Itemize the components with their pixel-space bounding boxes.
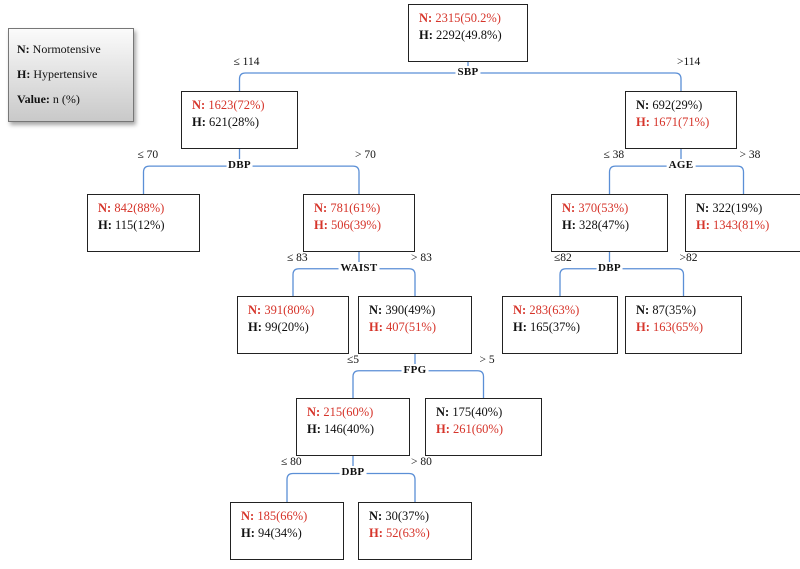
edge-label-right: > 38 (739, 149, 761, 162)
edge-label-left: ≤5 (347, 353, 360, 366)
normotensive-count: N: 322(19%) (696, 201, 763, 215)
legend-normotensive: N: Normotensive (17, 42, 101, 56)
normotensive-count: N: 215(60%) (307, 405, 374, 419)
tree-node-f_le: N: 215(60%) H: 146(40%) (296, 398, 410, 456)
normotensive-count: N: 390(49%) (369, 303, 436, 317)
edge-label-left: ≤82 (554, 251, 572, 264)
hypertensive-count: H: 2292(49.8%) (419, 28, 502, 42)
tree-node-dbp_gt: N: 781(61%) H: 506(39%) (303, 194, 415, 252)
tree-node-d2_le: N: 283(63%) H: 165(37%) (502, 296, 618, 354)
normotensive-count: N: 87(35%) (636, 303, 697, 317)
normotensive-count: N: 370(53%) (562, 201, 629, 215)
tree-node-sbp_le: N: 1623(72%) H: 621(28%) (181, 91, 298, 149)
hypertensive-count: H: 506(39%) (314, 218, 382, 232)
edge-label-left: ≤ 38 (603, 149, 625, 162)
legend-hypertensive: H: Hypertensive (17, 67, 98, 81)
tree-node-age_le: N: 370(53%) H: 328(47%) (551, 194, 668, 252)
tree-node-root: N: 2315(50.2%) H: 2292(49.8%) (408, 4, 528, 62)
tree-node-age_gt: N: 322(19%) H: 1343(81%) (685, 194, 800, 252)
tree-node-d3_le: N: 185(66%) H: 94(34%) (230, 502, 344, 560)
split-variable-label: AGE (666, 159, 696, 172)
edge-label-right: > 5 (479, 353, 495, 366)
edge-label-right: > 80 (411, 456, 432, 469)
hypertensive-count: H: 163(65%) (636, 320, 704, 334)
hypertensive-count: H: 94(34%) (241, 526, 302, 540)
edge-label-left: ≤ 70 (137, 149, 159, 162)
hypertensive-count: H: 115(12%) (98, 218, 165, 232)
edge-label-left: ≤ 114 (233, 56, 260, 69)
tree-node-w_le: N: 391(80%) H: 99(20%) (237, 296, 349, 354)
hypertensive-count: H: 328(47%) (562, 218, 630, 232)
edge-label-left: ≤ 83 (287, 251, 308, 264)
normotensive-count: N: 1623(72%) (192, 98, 265, 112)
tree-node-dbp_le: N: 842(88%) H: 115(12%) (87, 194, 200, 252)
hypertensive-count: H: 165(37%) (513, 320, 581, 334)
split-variable-label: WAIST (338, 261, 380, 274)
normotensive-count: N: 391(80%) (248, 303, 315, 317)
tree-node-d2_gt: N: 87(35%) H: 163(65%) (625, 296, 742, 354)
hypertensive-count: H: 146(40%) (307, 422, 375, 436)
hypertensive-count: H: 261(60%) (436, 422, 504, 436)
normotensive-count: N: 175(40%) (436, 405, 503, 419)
legend-value: Value: n (%) (17, 92, 80, 106)
hypertensive-count: H: 99(20%) (248, 320, 309, 334)
normotensive-count: N: 692(29%) (636, 98, 703, 112)
split-variable-label: FPG (401, 363, 429, 376)
normotensive-count: N: 185(66%) (241, 509, 308, 523)
hypertensive-count: H: 52(63%) (369, 526, 430, 540)
split-variable-label: DBP (226, 159, 253, 172)
hypertensive-count: H: 621(28%) (192, 115, 260, 129)
split-variable-label: DBP (596, 261, 623, 274)
edge-label-right: > 70 (355, 149, 376, 162)
tree-connector (352, 354, 416, 398)
tree-connector (467, 66, 682, 91)
normotensive-count: N: 781(61%) (314, 201, 381, 215)
split-variable-label: DBP (339, 466, 367, 479)
tree-node-f_gt: N: 175(40%) H: 261(60%) (425, 398, 542, 456)
edge-label-right: >114 (677, 56, 701, 69)
normotensive-count: N: 842(88%) (98, 201, 165, 215)
split-variable-label: SBP (455, 66, 481, 79)
tree-connector (238, 62, 469, 91)
tree-node-w_gt: N: 390(49%) H: 407(51%) (358, 296, 472, 354)
normotensive-count: N: 283(63%) (513, 303, 580, 317)
normotensive-count: N: 2315(50.2%) (419, 11, 501, 25)
tree-node-d3_gt: N: 30(37%) H: 52(63%) (358, 502, 472, 560)
tree-connector (238, 160, 360, 194)
tree-node-sbp_gt: N: 692(29%) H: 1671(71%) (625, 91, 737, 149)
edge-label-left: ≤ 80 (281, 456, 302, 469)
hypertensive-count: H: 407(51%) (369, 320, 437, 334)
legend-box: N: Normotensive H: Hypertensive Value: n… (8, 28, 134, 122)
edge-label-right: > 83 (411, 251, 432, 264)
hypertensive-count: H: 1343(81%) (696, 218, 770, 232)
normotensive-count: N: 30(37%) (369, 509, 430, 523)
edge-label-right: >82 (679, 251, 698, 264)
hypertensive-count: H: 1671(71%) (636, 115, 710, 129)
